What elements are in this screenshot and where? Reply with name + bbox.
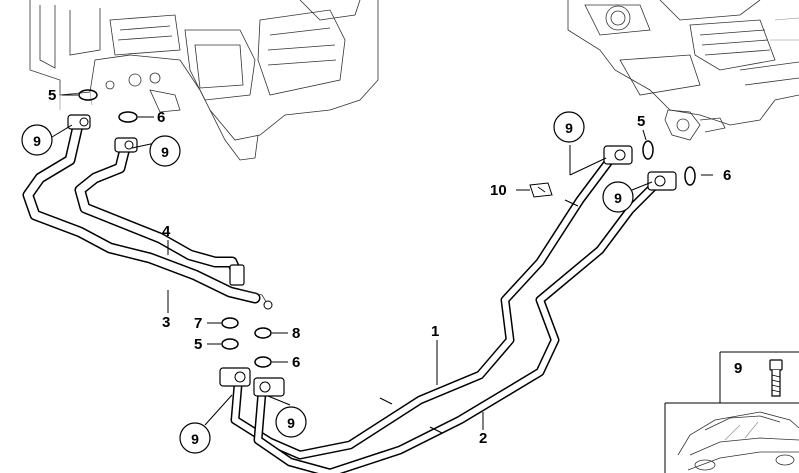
callout-9-bottom-left: 9 (191, 431, 199, 447)
o-ring-6-bottom (254, 356, 272, 368)
callout-7: 7 (194, 315, 202, 332)
callout-9-circle-bottom-left: 9 (179, 422, 211, 454)
o-ring-5-top-left (78, 89, 98, 101)
hose-end-fitting-top-middle (114, 137, 138, 153)
bolt-icon (769, 359, 783, 397)
inset-callout-9: 9 (734, 360, 742, 377)
pipe-block-fitting-d (647, 171, 677, 191)
callout-2: 2 (479, 430, 487, 447)
label-tag-10 (529, 182, 553, 198)
evaporator-housing-left (29, 0, 379, 161)
callout-9-circle-top-left: 9 (21, 124, 53, 156)
callout-5-right: 5 (637, 113, 645, 130)
o-ring-8 (254, 327, 272, 339)
callout-3: 3 (162, 314, 170, 331)
o-ring-6-top-left (118, 111, 138, 123)
callout-4: 4 (162, 223, 171, 240)
vehicle-silhouette-icon (677, 411, 799, 471)
callout-9-circle-top-right: 9 (553, 111, 585, 143)
callout-9-circle-top-middle: 9 (149, 135, 181, 167)
pipe-block-fitting-b (253, 377, 285, 397)
o-ring-6-right (684, 166, 696, 186)
callout-9-top-left: 9 (33, 133, 41, 149)
hose-3 (22, 119, 261, 304)
callout-9-bottom-middle: 9 (287, 415, 295, 431)
pipe-block-fitting-a (219, 367, 251, 387)
hose-end-fitting-top-left (67, 114, 91, 130)
pipe-2 (253, 180, 660, 473)
callout-5-top-left: 5 (48, 87, 56, 104)
callout-6-right: 6 (723, 167, 731, 184)
callout-6-top-left: 6 (157, 109, 165, 126)
callout-9-circle-bottom-middle: 9 (275, 406, 307, 438)
o-ring-7 (221, 317, 239, 329)
callout-6-bottom: 6 (292, 354, 300, 371)
callout-9-right: 9 (614, 190, 622, 206)
callout-9-top-right: 9 (565, 120, 573, 136)
o-ring-5-bottom (221, 338, 239, 350)
callout-8: 8 (292, 325, 300, 342)
callout-9-circle-right: 9 (602, 181, 634, 213)
evaporator-housing-right (567, 0, 799, 141)
hose-4 (74, 142, 244, 281)
hose-end-ferrule (229, 264, 273, 310)
leader-lines (51, 94, 713, 430)
inset-bolt-and-vehicle: 9 (664, 351, 799, 473)
callout-9-top-middle: 9 (161, 144, 169, 160)
callout-1: 1 (431, 323, 439, 340)
callout-5-bottom: 5 (194, 336, 202, 353)
callout-10: 10 (490, 182, 507, 199)
pipe-block-fitting-c (603, 145, 633, 165)
pipe-sleeves (379, 199, 579, 434)
o-ring-5-right (642, 140, 654, 160)
pipe-1 (230, 155, 615, 460)
